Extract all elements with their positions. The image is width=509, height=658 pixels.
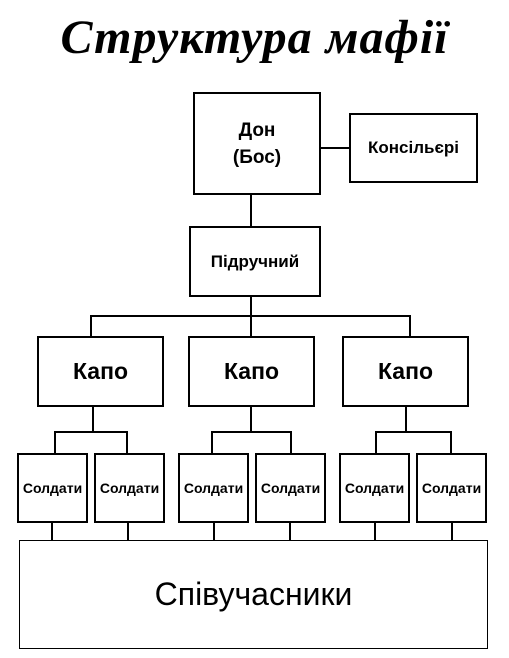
consigliere-box: Консільєрі — [349, 113, 478, 183]
don-subtitle: (Бос) — [232, 146, 282, 168]
soldiers-box-3: Солдати — [178, 453, 249, 523]
soldiers-box-4: Солдати — [255, 453, 326, 523]
capo3-soldiers-connector — [375, 407, 452, 453]
capo-box-2: Капо — [188, 336, 315, 407]
capo1-soldiers-connector — [54, 407, 128, 453]
underboss-capos-connector — [90, 297, 411, 336]
soldiers-box-2: Солдати — [94, 453, 165, 523]
soldiers-box-1: Солдати — [17, 453, 88, 523]
don-box: Дон (Бос) — [193, 92, 321, 195]
capo-box-1: Капо — [37, 336, 164, 407]
don-label: Дон — [238, 119, 276, 141]
capo-box-3: Капо — [342, 336, 469, 407]
diagram-title: Структура мафії — [60, 11, 449, 64]
soldiers-box-6: Солдати — [416, 453, 487, 523]
associates-box: Співучасники — [19, 540, 488, 649]
soldiers-associates-connectors — [51, 523, 453, 540]
soldiers-box-5: Солдати — [339, 453, 410, 523]
underboss-box: Підручний — [189, 226, 321, 297]
capo2-soldiers-connector — [211, 407, 292, 453]
